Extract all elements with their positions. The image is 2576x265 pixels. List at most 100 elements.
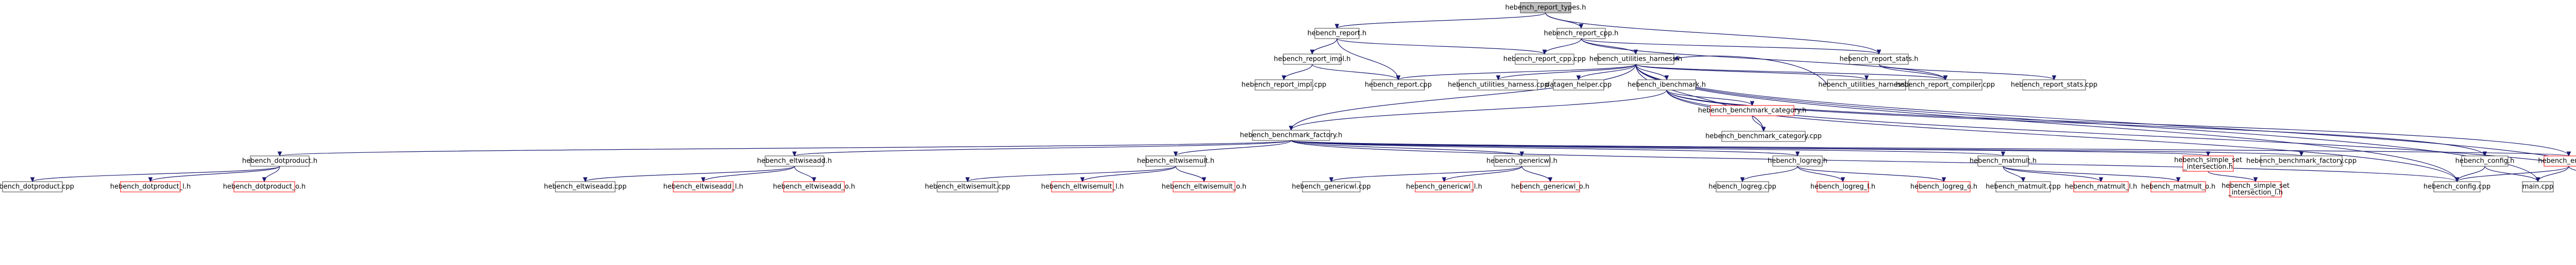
node-report-stats-h[interactable]: hebench_report_stats.h: [1840, 54, 1919, 65]
edge-benchmark-factory-h-to-logreg-h: [1291, 140, 1798, 156]
node-label: hebench_eltwisemult.h: [1137, 157, 1214, 165]
edge-genericwl-h-to-genericwl-l-h: [1444, 166, 1522, 182]
node-label: hebench_genericwl.h: [1486, 157, 1557, 165]
node-box: [1721, 131, 1806, 142]
node-matmult-cpp[interactable]: hebench_matmult.cpp: [1986, 181, 2061, 192]
edge-benchmark-factory-h-to-dotproduct-h: [280, 140, 1292, 156]
node-config-h[interactable]: hebench_config.h: [2455, 155, 2515, 167]
node-eltwisemult-h[interactable]: hebench_eltwisemult.h: [1137, 155, 1214, 167]
node-matmult-o-h[interactable]: hebench_matmult_o.h: [2141, 181, 2216, 192]
node-eltwiseadd-o-h[interactable]: hebench_eltwiseadd_o.h: [773, 181, 855, 192]
edge-report-h-to-report-cpp-cpp: [1336, 38, 1545, 54]
edge-ibenchmark-h-to-benchmark-factory-h: [1291, 90, 1667, 130]
node-label: hebench_report_cpp.h: [1544, 30, 1619, 38]
node-label: hebench_report_impl.cpp: [1242, 81, 1327, 89]
edge-report-impl-h-to-report-impl-cpp: [1284, 64, 1313, 80]
node-eltwiseadd-h[interactable]: hebench_eltwiseadd.h: [757, 155, 832, 167]
node-label: hebench_matmult_l.h: [2065, 183, 2137, 191]
edge-report-types-h-to-report-stats-h: [1545, 12, 1879, 54]
node-label: hebench_logreg.h: [1768, 157, 1827, 165]
node-utilities-harness-cpp[interactable]: hebench_utilities_harness.cpp: [1448, 79, 1549, 91]
node-eltwiseadd-l-h[interactable]: hebench_eltwiseadd_l.h: [663, 181, 743, 192]
node-label: hebench_report_types.h: [1505, 4, 1586, 12]
node-dotproduct-o-h[interactable]: hebench_dotproduct_o.h: [223, 181, 306, 192]
node-label: hebench_genericwl_o.h: [1511, 183, 1589, 191]
node-box: [1917, 181, 1971, 192]
node-box: [2544, 155, 2576, 167]
node-box: [1849, 54, 1909, 65]
node-engine-h[interactable]: hebench_engine.h: [2538, 155, 2576, 167]
node-dotproduct-l-h[interactable]: hebench_dotproduct_l.h: [110, 181, 191, 192]
node-box: [1145, 155, 1206, 167]
edge-utilities-harness-h-to-report-compiler-cpp: [1635, 64, 1945, 80]
node-box: [250, 155, 310, 167]
node-utilities-harness-inl[interactable]: hebench_utilities_harness.inl: [1818, 79, 1915, 91]
node-main-cpp[interactable]: main.cpp: [2522, 181, 2554, 192]
node-logreg-l-h[interactable]: hebench_logreg_l.h: [1810, 181, 1875, 192]
node-label: hebench_utilities_harness.inl: [1818, 81, 1914, 89]
node-box: [2433, 181, 2481, 192]
node-label: hebench_matmult.h: [1970, 157, 2037, 165]
node-benchmark-category-h[interactable]: hebench_benchmark_category.h: [1698, 105, 1806, 116]
edge-report-h-to-report-impl-h: [1312, 38, 1337, 54]
node-label: hebench_eltwiseadd_l.h: [663, 183, 743, 191]
node-report-cpp-cpp[interactable]: hebench_report_cpp.cpp: [1503, 54, 1586, 65]
node-simple-set-intersection-h[interactable]: hebench_simple_set_intersection.h: [2174, 155, 2242, 172]
node-box: [1556, 28, 1606, 39]
node-genericwl-o-h[interactable]: hebench_genericwl_o.h: [1511, 181, 1589, 192]
node-genericwl-h[interactable]: hebench_genericwl.h: [1486, 155, 1557, 167]
node-report-compiler-cpp[interactable]: hebench_report_compiler.cpp: [1896, 79, 1995, 91]
edge-report-cpp-h-to-utilities-harness-h: [1581, 38, 1636, 54]
node-box: [1827, 79, 1906, 91]
node-eltwisemult-l-h[interactable]: hebench_eltwisemult_l.h: [1041, 181, 1124, 192]
node-label: hebench_engine.h: [2538, 157, 2576, 165]
node-report-cpp-h[interactable]: hebench_report_cpp.h: [1544, 28, 1619, 39]
node-matmult-h[interactable]: hebench_matmult.h: [1970, 155, 2037, 167]
edge-report-cpp-h-to-report-cpp-cpp: [1545, 38, 1582, 54]
node-report-h[interactable]: hebench_report.h: [1308, 28, 1367, 39]
node-report-stats-cpp[interactable]: hebench_report_stats.cpp: [2011, 79, 2097, 91]
node-label: hebench_report_stats.cpp: [2011, 81, 2097, 89]
edge-utilities-harness-h-to-ibenchmark-h: [1635, 64, 1667, 80]
node-ibenchmark-h[interactable]: hebench_ibenchmark.h: [1628, 79, 1706, 91]
node-box: [1716, 181, 1769, 192]
node-benchmark-factory-cpp[interactable]: hebench_benchmark_factory.cpp: [2246, 155, 2357, 167]
node-logreg-o-h[interactable]: hebench_logreg_o.h: [1910, 181, 1977, 192]
node-label: hebench_genericwl_l.h: [1406, 183, 1482, 191]
node-benchmark-category-cpp[interactable]: hebench_benchmark_category.cpp: [1705, 131, 1822, 142]
node-label: hebench_genericwl.cpp: [1292, 183, 1370, 191]
edge-report-cpp-h-to-report-stats-h: [1581, 38, 1879, 54]
node-simple-set-intersection-l-h[interactable]: hebench_simple_set_intersection_l.h: [2222, 181, 2290, 198]
node-box: [783, 181, 845, 192]
node-genericwl-l-h[interactable]: hebench_genericwl_l.h: [1406, 181, 1482, 192]
node-datagen-helper-cpp[interactable]: datagen_helper.cpp: [1546, 79, 1612, 91]
edge-matmult-h-to-matmult-cpp: [2003, 166, 2023, 182]
node-label: hebench_benchmark_factory.h: [1240, 132, 1343, 139]
node-config-cpp[interactable]: hebench_config.cpp: [2424, 181, 2490, 192]
node-genericwl-cpp[interactable]: hebench_genericwl.cpp: [1292, 181, 1371, 192]
node-report-impl-cpp[interactable]: hebench_report_impl.cpp: [1242, 79, 1327, 91]
node-box: [1995, 181, 2051, 192]
node-benchmark-factory-h[interactable]: hebench_benchmark_factory.h: [1240, 130, 1343, 141]
node-eltwisemult-cpp[interactable]: hebench_eltwisemult.cpp: [925, 181, 1010, 192]
node-eltwisemult-o-h[interactable]: hebench_eltwisemult_o.h: [1162, 181, 1247, 192]
node-box: [1371, 79, 1425, 91]
node-box: [120, 181, 181, 192]
node-report-types-h[interactable]: hebench_report_types.h: [1505, 2, 1586, 13]
node-label: hebench_dotproduct.h: [242, 157, 317, 165]
node-report-cpp[interactable]: hebench_report.cpp: [1365, 79, 1432, 91]
node-logreg-cpp[interactable]: hebench_logreg.cpp: [1708, 181, 1776, 192]
node-eltwiseadd-cpp[interactable]: hebench_eltwiseadd.cpp: [544, 181, 627, 192]
node-box: [2, 181, 63, 192]
node-logreg-h[interactable]: hebench_logreg.h: [1768, 155, 1827, 167]
node-dotproduct-h[interactable]: hebench_dotproduct.h: [242, 155, 317, 167]
node-dotproduct-cpp[interactable]: hebench_dotproduct.cpp: [0, 181, 74, 192]
edge-utilities-harness-h-to-utilities-harness-cpp: [1498, 64, 1636, 80]
edge-eltwiseadd-h-to-eltwiseadd-o-h: [794, 166, 814, 182]
node-matmult-l-h[interactable]: hebench_matmult_l.h: [2065, 181, 2137, 192]
node-label: hebench_dotproduct.cpp: [0, 183, 74, 191]
node-box: [1255, 79, 1313, 91]
edge-logreg-h-to-logreg-o-h: [1797, 166, 1944, 182]
node-report-impl-h[interactable]: hebench_report_impl.h: [1274, 54, 1351, 65]
node-utilities-harness-h[interactable]: hebench_utilities_harness.h: [1589, 54, 1682, 65]
